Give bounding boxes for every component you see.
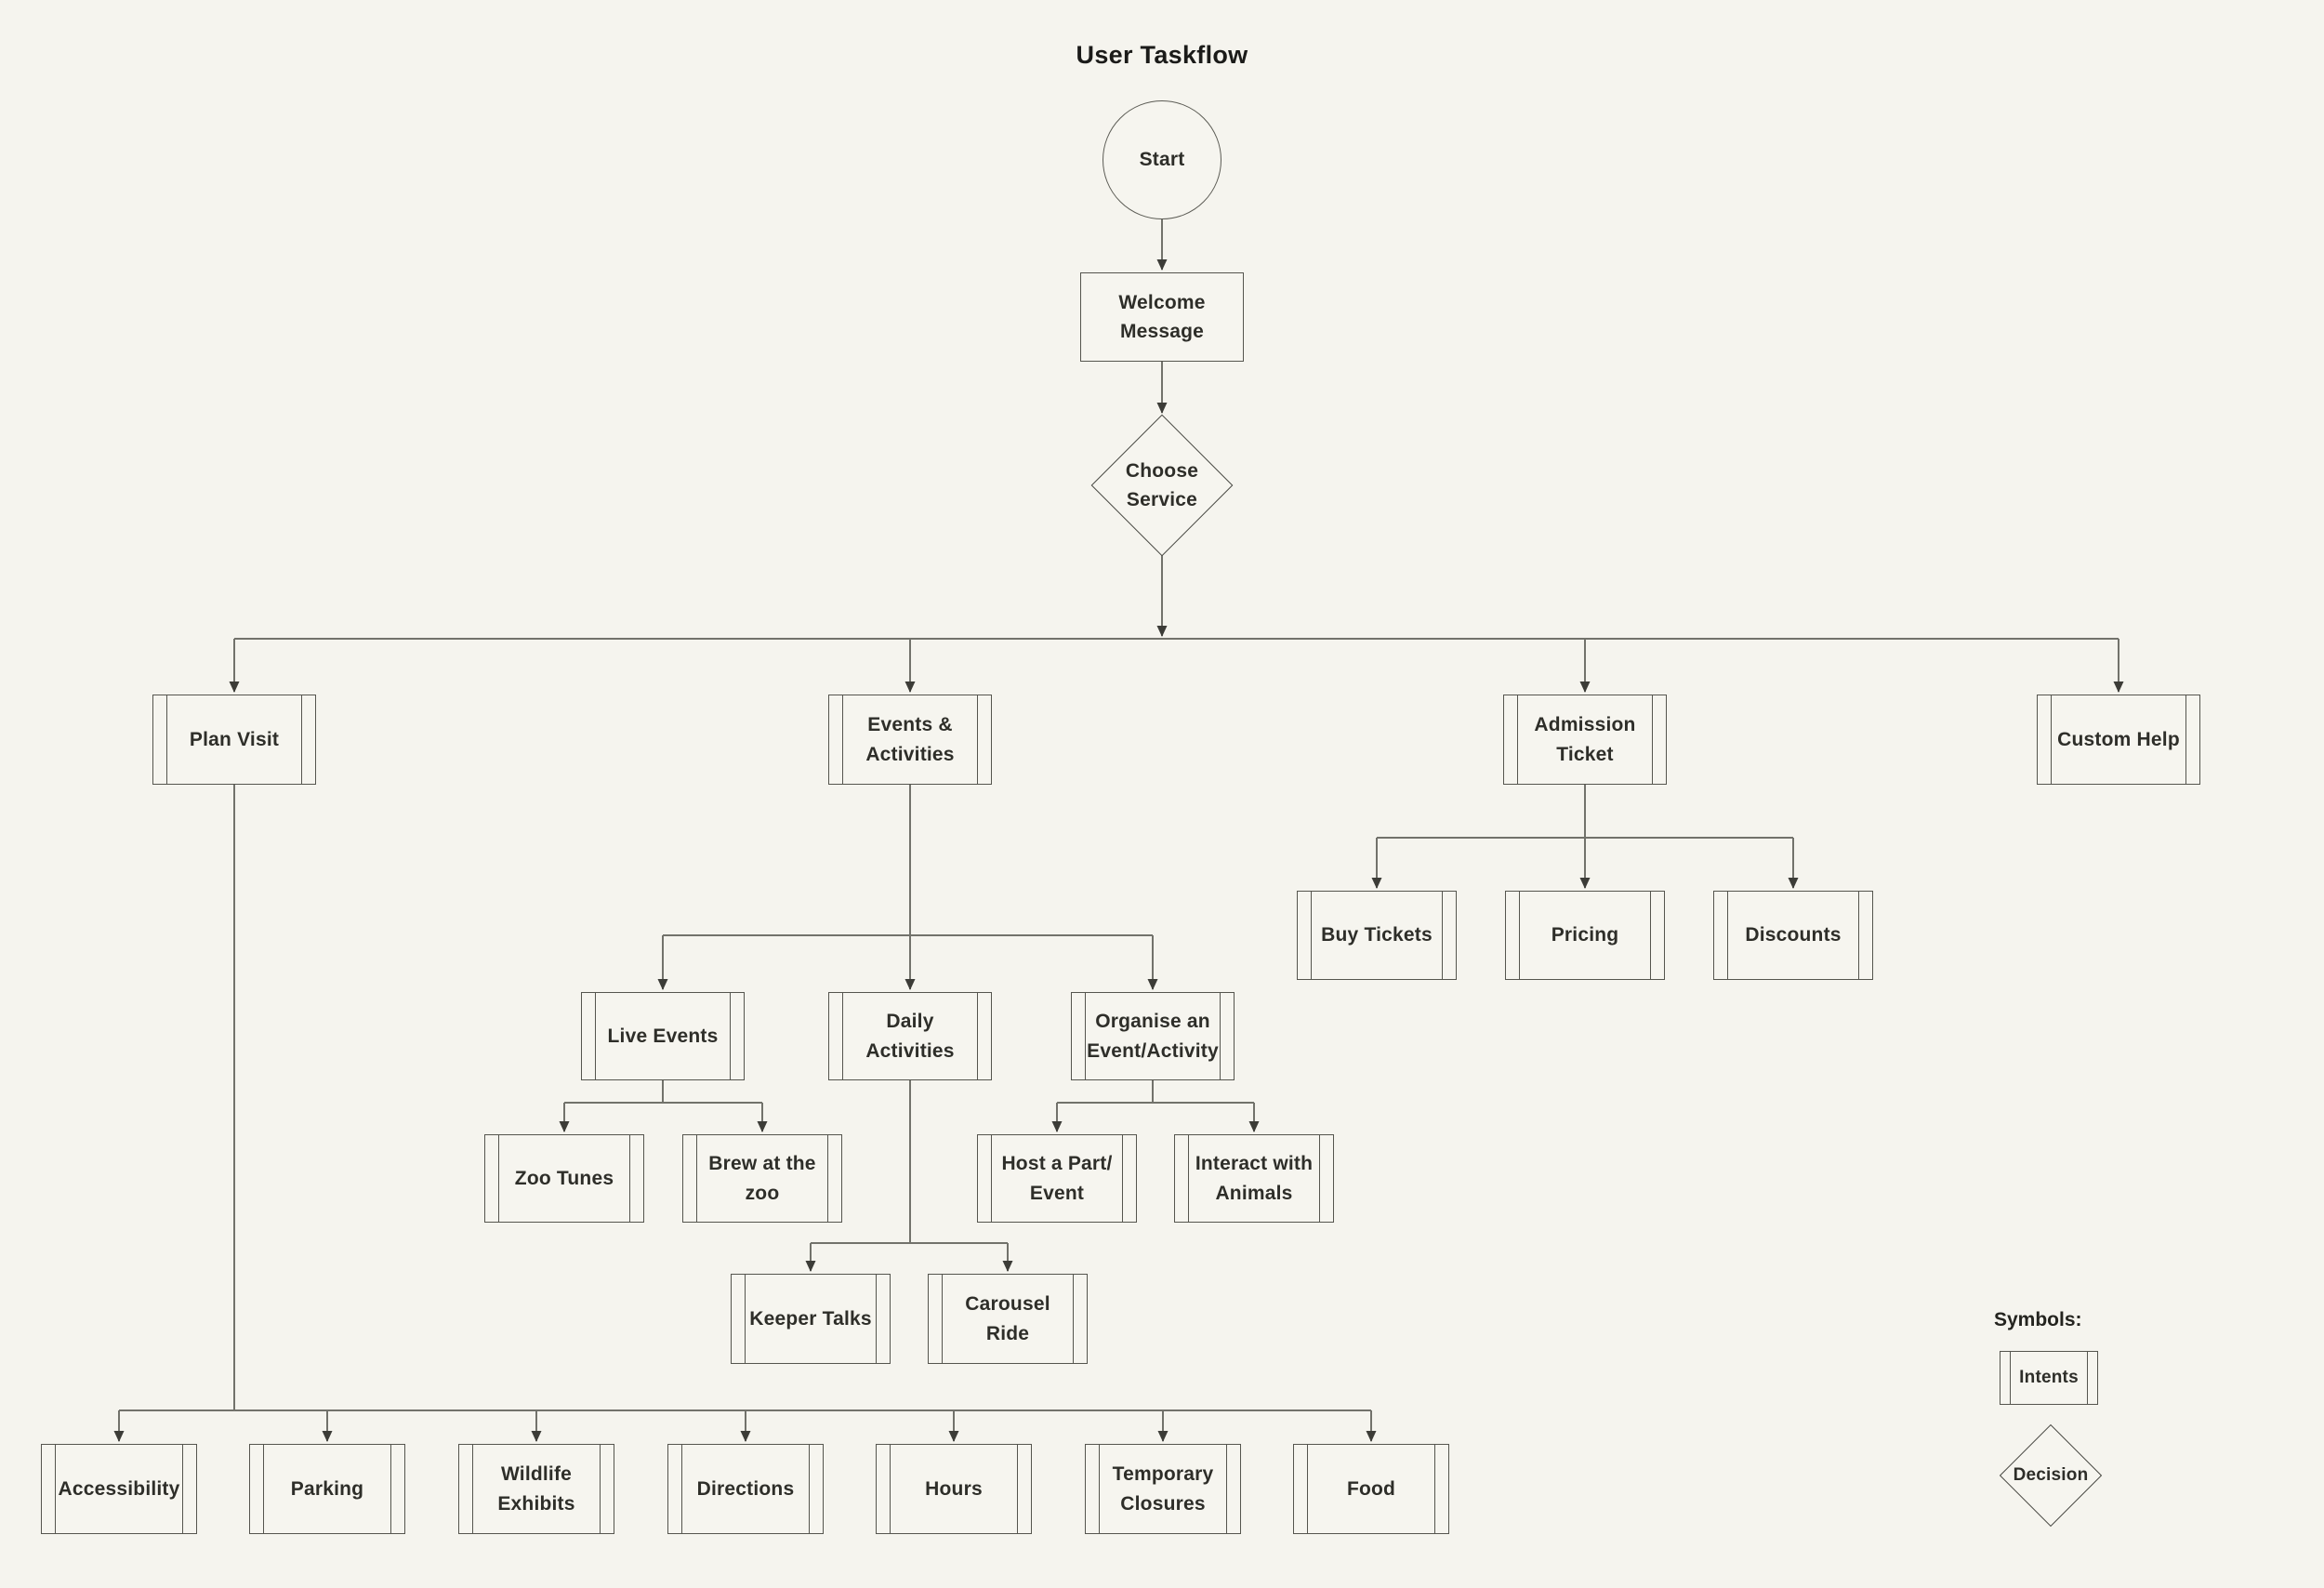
node-interact-animals: Interact with Animals xyxy=(1174,1134,1334,1223)
node-discounts: Discounts xyxy=(1713,891,1873,980)
node-choose-service: Choose Service xyxy=(1090,414,1234,557)
node-buy-tickets: Buy Tickets xyxy=(1297,891,1457,980)
node-label: Daily Activities xyxy=(865,1011,955,1062)
node-live-events: Live Events xyxy=(581,992,745,1080)
node-events-activities: Events & Activities xyxy=(828,695,992,785)
node-directions: Directions xyxy=(667,1444,824,1534)
node-label: Organise an Event/Activity xyxy=(1087,1011,1219,1062)
legend-decision-sample: Decision xyxy=(1999,1423,2103,1528)
node-zoo-tunes: Zoo Tunes xyxy=(484,1134,644,1223)
node-custom-help: Custom Help xyxy=(2037,695,2200,785)
node-food: Food xyxy=(1293,1444,1449,1534)
node-label: Discounts xyxy=(1745,924,1842,946)
node-keeper-talks: Keeper Talks xyxy=(731,1274,891,1364)
legend-intent-label: Intents xyxy=(2019,1367,2079,1387)
legend-decision-label: Decision xyxy=(2013,1464,2089,1485)
page-title: User Taskflow xyxy=(1076,41,1248,69)
node-label: Custom Help xyxy=(2057,728,2180,750)
node-label: Choose Service xyxy=(1125,459,1199,511)
legend-intent-sample: Intents xyxy=(2000,1351,2098,1405)
node-label: Food xyxy=(1346,1477,1396,1500)
node-admission-ticket: Admission Ticket xyxy=(1503,695,1667,785)
node-label: Pricing xyxy=(1551,924,1619,946)
node-brew-at-zoo: Brew at the zoo xyxy=(682,1134,842,1223)
node-label: Hours xyxy=(925,1477,983,1500)
node-label: Brew at the zoo xyxy=(708,1153,816,1204)
node-label: Directions xyxy=(696,1477,795,1500)
node-parking: Parking xyxy=(249,1444,405,1534)
node-welcome-message: Welcome Message xyxy=(1080,272,1244,362)
node-plan-visit: Plan Visit xyxy=(152,695,316,785)
node-label: Wildlife Exhibits xyxy=(497,1463,575,1515)
node-label: Parking xyxy=(290,1477,364,1500)
node-label: Plan Visit xyxy=(189,728,280,750)
node-host-party-event: Host a Part/ Event xyxy=(977,1134,1137,1223)
node-label: Start xyxy=(1139,149,1185,171)
node-label: Interact with Animals xyxy=(1195,1153,1314,1204)
node-label: Live Events xyxy=(607,1025,719,1047)
node-label: Host a Part/ Event xyxy=(1001,1153,1113,1204)
node-hours: Hours xyxy=(876,1444,1032,1534)
node-label: Carousel Ride xyxy=(965,1293,1050,1344)
node-organise-event: Organise an Event/Activity xyxy=(1071,992,1235,1080)
node-daily-activities: Daily Activities xyxy=(828,992,992,1080)
node-label: Keeper Talks xyxy=(749,1307,872,1330)
node-carousel-ride: Carousel Ride xyxy=(928,1274,1088,1364)
node-label: Welcome Message xyxy=(1118,291,1206,343)
legend-heading: Symbols: xyxy=(1994,1309,2082,1330)
node-label: Buy Tickets xyxy=(1321,924,1433,946)
node-label: Accessibility xyxy=(58,1477,180,1500)
node-label: Zoo Tunes xyxy=(514,1167,614,1189)
node-pricing: Pricing xyxy=(1505,891,1665,980)
node-label: Admission Ticket xyxy=(1534,714,1636,765)
node-wildlife-exhibits: Wildlife Exhibits xyxy=(458,1444,614,1534)
node-accessibility: Accessibility xyxy=(41,1444,197,1534)
node-start: Start xyxy=(1103,100,1221,219)
node-label: Temporary Closures xyxy=(1112,1463,1214,1515)
node-temporary-closures: Temporary Closures xyxy=(1085,1444,1241,1534)
node-label: Events & Activities xyxy=(865,714,955,765)
